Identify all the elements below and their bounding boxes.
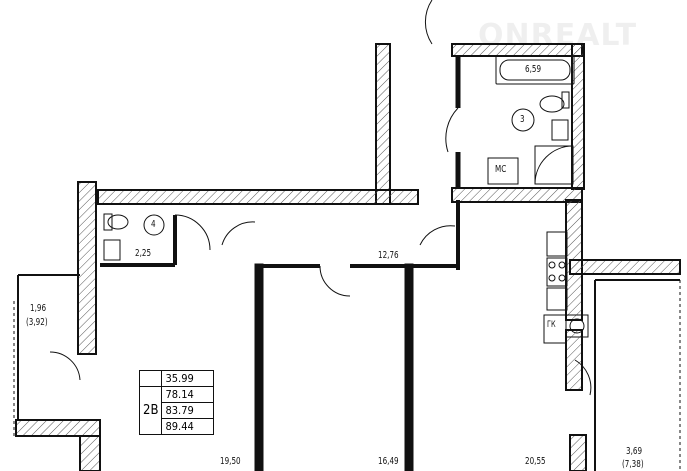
gas-boiler-label: ГК (547, 320, 556, 330)
bathroom-number: 3 (520, 114, 525, 125)
balcony-right-area-full: (7,38) (622, 459, 644, 470)
hatched-walls (15, 43, 681, 471)
total-area: 78.14 (161, 386, 215, 403)
balcony-right-area: 3,69 (626, 446, 643, 457)
balcony-left-area-full: (3,92) (26, 317, 48, 328)
balcony-left-area: 1,96 (30, 303, 47, 314)
watermark: ONREALT (478, 18, 638, 53)
thin-walls (13, 0, 681, 471)
wc-number: 4 (151, 219, 156, 230)
total-area-with-balcony: 83.79 (161, 402, 215, 419)
bathroom-area: 6,59 (525, 64, 542, 75)
shower-label: МС (495, 164, 507, 175)
wc-area: 2,25 (135, 248, 152, 259)
kitchen-area: 20,55 (525, 456, 546, 467)
apartment-type: 2В (138, 386, 163, 435)
living-area: 35.99 (161, 370, 215, 387)
hall-area: 12,76 (378, 250, 399, 261)
room-middle-area: 16,49 (378, 456, 399, 467)
room-left-area: 19,50 (220, 456, 241, 467)
total-area-full: 89.44 (161, 418, 215, 435)
